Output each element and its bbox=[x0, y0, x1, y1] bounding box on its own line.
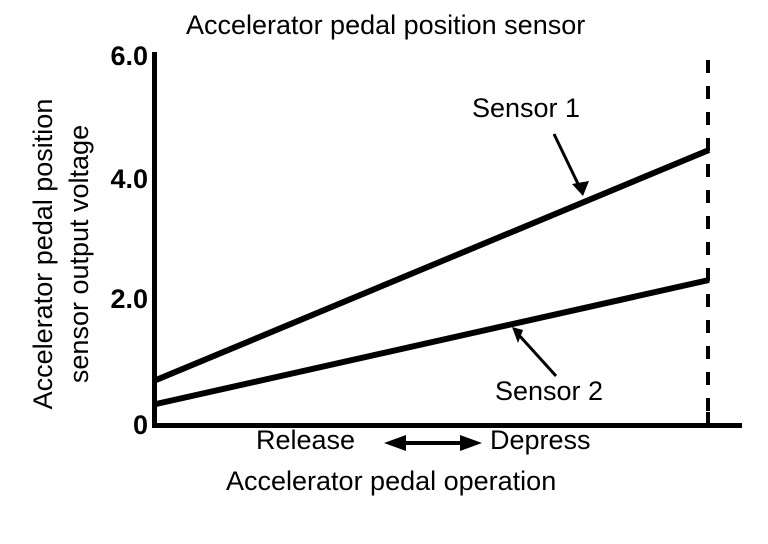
release-depress-arrow bbox=[384, 435, 482, 451]
series-label-sensor-2: Sensor 2 bbox=[495, 376, 604, 406]
annotation-arrow-sensor-1 bbox=[552, 133, 589, 196]
series-label-sensor-1: Sensor 1 bbox=[472, 93, 581, 123]
y-axis-label-line-1: Accelerator pedal position bbox=[28, 98, 58, 410]
y-axis-label-line-2: sensor output voltage bbox=[64, 124, 94, 384]
y-axis-tick-label-4: 4.0 bbox=[110, 164, 148, 194]
y-axis-tick-label-2: 2.0 bbox=[110, 284, 148, 314]
annotation-arrow-sensor-2 bbox=[512, 327, 558, 378]
y-axis-tick-label-0: 0 bbox=[132, 410, 148, 440]
series-line-sensor-2 bbox=[155, 277, 710, 407]
x-axis-direction-label-release: Release bbox=[256, 425, 356, 455]
series-line-sensor-1 bbox=[154, 147, 711, 383]
y-axis-tick-label-6: 6.0 bbox=[110, 41, 148, 71]
x-axis-direction-label-depress: Depress bbox=[490, 425, 591, 455]
x-axis-label: Accelerator pedal operation bbox=[226, 466, 557, 496]
y-axis-label: Accelerator pedal position sensor output… bbox=[25, 34, 97, 474]
chart-title: Accelerator pedal position sensor bbox=[186, 10, 586, 40]
